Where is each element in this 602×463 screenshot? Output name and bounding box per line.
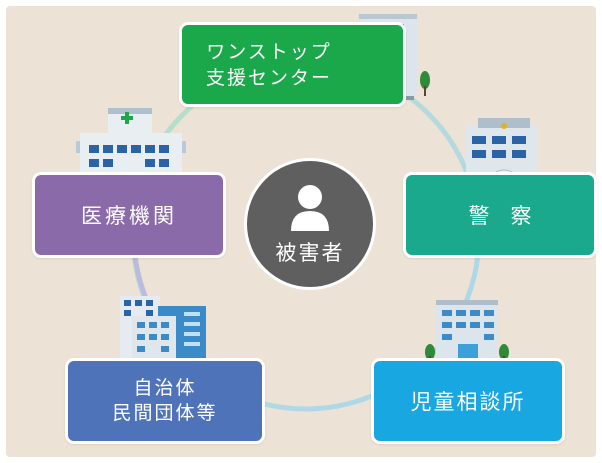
medical-institution-node: 医療機関 bbox=[32, 172, 226, 258]
victim-label: 被害者 bbox=[275, 241, 345, 265]
onestop-label-line2: 支援センター bbox=[206, 66, 333, 89]
city-buildings-icon bbox=[120, 296, 206, 366]
onestop-label-line1: ワンストップ bbox=[206, 40, 332, 63]
local-government-node: 自治体 民間団体等 bbox=[65, 358, 265, 444]
onestop-support-center-node: ワンストップ 支援センター bbox=[179, 22, 406, 107]
police-node: 警 察 bbox=[403, 172, 597, 258]
child-center-label: 児童相談所 bbox=[410, 390, 526, 414]
onestop-label: ワンストップ 支援センター bbox=[206, 39, 332, 91]
local-label-line1: 自治体 bbox=[133, 377, 197, 399]
local-label-line2: 民間団体等 bbox=[112, 402, 218, 424]
person-icon bbox=[291, 185, 329, 231]
victim-node: 被害者 bbox=[244, 158, 376, 290]
police-label: 警 察 bbox=[468, 204, 532, 228]
medical-label: 医療機関 bbox=[81, 204, 177, 228]
child-guidance-center-node: 児童相談所 bbox=[371, 358, 565, 444]
child-center-building-icon bbox=[425, 300, 509, 364]
